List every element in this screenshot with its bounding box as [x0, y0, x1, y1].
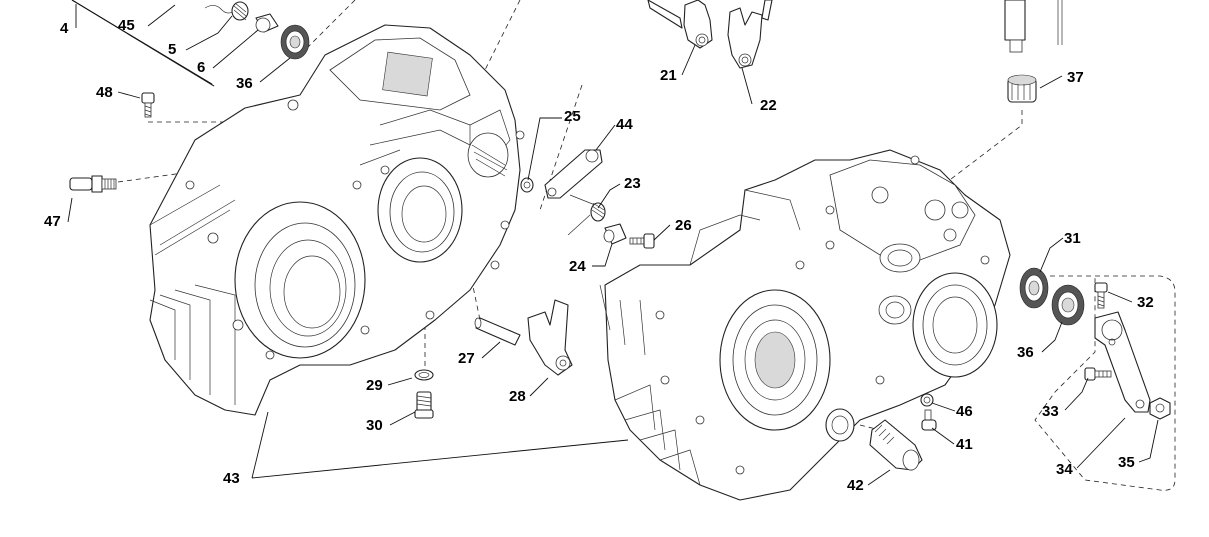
part-29-washer	[414, 369, 434, 381]
callout-32: 32	[1137, 294, 1154, 311]
callout-26: 26	[675, 217, 692, 234]
part-45-spring	[204, 1, 249, 21]
callout-28: 28	[509, 388, 526, 405]
part-42-filter	[869, 419, 923, 471]
callout-29: 29	[366, 377, 383, 394]
callout-33: 33	[1042, 403, 1059, 420]
callout-4: 4	[60, 20, 69, 37]
callout-labels: 4 45 5 6 36 48 47 21 22 37 25 44 23 26 2…	[44, 17, 1154, 494]
part-44-lever	[544, 149, 603, 199]
callout-22: 22	[760, 97, 777, 114]
part-27-pin	[474, 317, 521, 346]
part-22-shift-fork	[727, 0, 773, 69]
callout-46: 46	[956, 403, 973, 420]
part-28-shift-fork	[527, 299, 573, 376]
callout-24: 24	[569, 258, 586, 275]
part-4-rod	[71, 0, 215, 87]
callout-44: 44	[616, 116, 633, 133]
callout-37: 37	[1067, 69, 1084, 86]
callout-35: 35	[1118, 454, 1135, 471]
callout-36-top: 36	[236, 75, 253, 92]
leader-lines	[67, 4, 1159, 486]
part-31-seal	[1019, 267, 1049, 309]
part-41-screw	[921, 409, 937, 431]
part-37-bearing-shaft	[1004, 0, 1063, 103]
part-48-bolt	[141, 92, 155, 118]
part-47-fitting	[69, 175, 117, 193]
callout-21: 21	[660, 67, 677, 84]
part-21-shift-fork	[647, 0, 713, 49]
callout-48: 48	[96, 84, 113, 101]
part-34-lever	[1094, 311, 1151, 413]
part-33-bolt	[1084, 367, 1112, 381]
callout-30: 30	[366, 417, 383, 434]
callout-6: 6	[197, 59, 205, 76]
part-46-washer	[920, 393, 934, 407]
part-30-drain-plug	[414, 391, 434, 419]
part-23-spring	[567, 194, 606, 236]
part-24-bushing	[603, 223, 627, 245]
callout-25: 25	[564, 108, 581, 125]
callout-41: 41	[956, 436, 973, 453]
part-35-nut	[1149, 397, 1171, 420]
callout-34: 34	[1056, 461, 1073, 478]
part-36-bearing-top	[280, 24, 310, 60]
callout-45: 45	[118, 17, 135, 34]
left-crankcase-half	[149, 24, 525, 416]
callout-36-right: 36	[1017, 344, 1034, 361]
callout-47: 47	[44, 213, 61, 230]
part-6-bushing	[255, 13, 279, 33]
right-crankcase-half	[599, 149, 1011, 501]
part-36-bearing-right	[1051, 284, 1085, 326]
callout-27: 27	[458, 350, 475, 367]
part-26-bolt	[629, 233, 655, 249]
callout-43: 43	[223, 470, 240, 487]
part-32-bolt	[1094, 282, 1108, 309]
callout-31: 31	[1064, 230, 1081, 247]
callout-42: 42	[847, 477, 864, 494]
part-25-washer	[520, 177, 534, 193]
callout-5: 5	[168, 41, 176, 58]
callout-23: 23	[624, 175, 641, 192]
